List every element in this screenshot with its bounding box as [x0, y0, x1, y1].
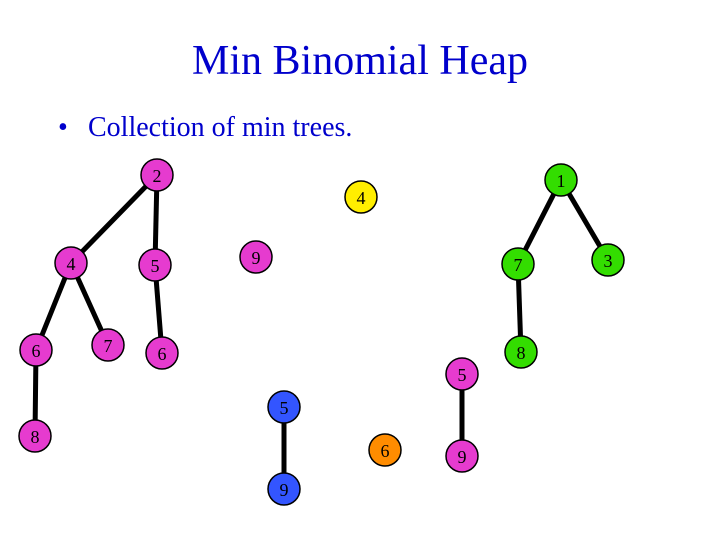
- heap-node-t3-4: 4: [344, 180, 378, 214]
- node-label: 9: [458, 447, 467, 467]
- node-circle: [544, 163, 578, 197]
- heap-node-t2-7: 7: [501, 247, 535, 281]
- node-circle: [239, 240, 273, 274]
- node-label: 3: [604, 251, 613, 271]
- node-circle: [91, 328, 125, 362]
- heap-node-t1-6b: 6: [145, 336, 179, 370]
- tree-nodes: 2 4 5 6 7 8 6 1 3 7 8 4 9 5 9 6 5 9: [18, 158, 625, 506]
- heap-node-t2-1: 1: [544, 163, 578, 197]
- node-label: 5: [458, 365, 467, 385]
- node-label: 5: [151, 256, 160, 276]
- node-circle: [145, 336, 179, 370]
- node-circle: [445, 439, 479, 473]
- bullet-item: • Collection of min trees.: [58, 110, 352, 146]
- heap-node-t7-9: 9: [267, 472, 301, 506]
- node-label: 2: [153, 166, 162, 186]
- heap-node-t1-5: 5: [138, 248, 172, 282]
- node-label: 9: [252, 248, 261, 268]
- node-circle: [344, 180, 378, 214]
- node-label: 4: [67, 254, 76, 274]
- heap-node-t5-5: 5: [445, 357, 479, 391]
- node-label: 1: [557, 171, 566, 191]
- heap-node-t5-9: 9: [445, 439, 479, 473]
- node-circle: [504, 335, 538, 369]
- node-label: 6: [158, 344, 167, 364]
- node-circle: [501, 247, 535, 281]
- node-circle: [267, 472, 301, 506]
- node-circle: [591, 243, 625, 277]
- node-label: 4: [357, 188, 366, 208]
- slide-title: Min Binomial Heap: [192, 38, 528, 84]
- node-circle: [140, 158, 174, 192]
- bullet-text: Collection of min trees.: [88, 112, 353, 143]
- node-label: 6: [32, 341, 41, 361]
- node-label: 7: [104, 336, 113, 356]
- node-label: 8: [517, 343, 526, 363]
- node-label: 9: [280, 480, 289, 500]
- bullet-marker: •: [58, 112, 68, 143]
- tree-edges: [32, 172, 611, 492]
- heap-node-t1-2: 2: [140, 158, 174, 192]
- heap-node-t1-8: 8: [18, 419, 52, 453]
- node-circle: [19, 333, 53, 367]
- node-label: 5: [280, 398, 289, 418]
- node-circle: [138, 248, 172, 282]
- heap-node-t1-6: 6: [19, 333, 53, 367]
- node-label: 6: [381, 441, 390, 461]
- heap-node-t7-5: 5: [267, 390, 301, 424]
- heap-node-t6-6: 6: [368, 433, 402, 467]
- node-circle: [18, 419, 52, 453]
- node-circle: [445, 357, 479, 391]
- heap-node-t2-8: 8: [504, 335, 538, 369]
- node-label: 7: [514, 255, 523, 275]
- heap-node-t2-3: 3: [591, 243, 625, 277]
- edge-t1-2-t1-4: [68, 172, 160, 266]
- node-circle: [267, 390, 301, 424]
- node-circle: [54, 246, 88, 280]
- heap-node-t4-9: 9: [239, 240, 273, 274]
- node-circle: [368, 433, 402, 467]
- heap-node-t1-4: 4: [54, 246, 88, 280]
- heap-node-t1-7: 7: [91, 328, 125, 362]
- node-label: 8: [31, 427, 40, 447]
